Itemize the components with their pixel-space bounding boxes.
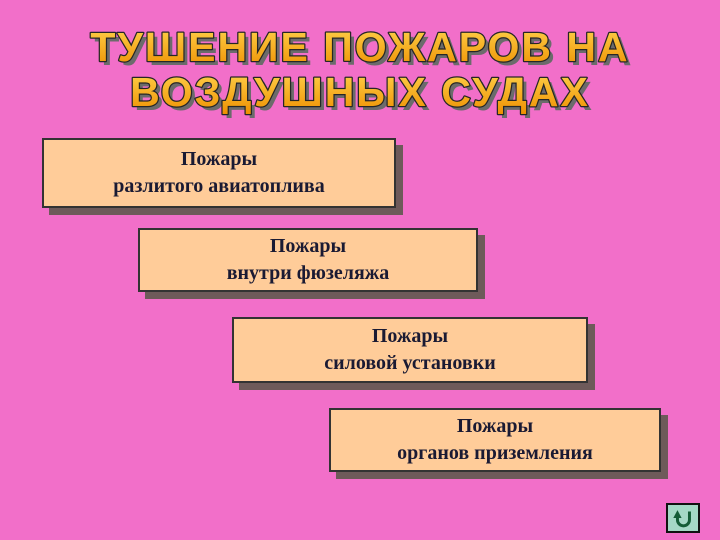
box-text-line2: разлитого авиатоплива bbox=[113, 175, 325, 197]
return-button[interactable] bbox=[666, 503, 700, 533]
box-text-line2: силовой установки bbox=[324, 352, 496, 374]
box-text-line1: Пожары bbox=[180, 148, 258, 170]
title-shadow-line2: ВОЗДУШНЫХ СУДАХ bbox=[134, 73, 594, 119]
box-power-plant-fires: Пожары силовой установки bbox=[232, 317, 588, 383]
return-arrow-icon bbox=[673, 510, 691, 528]
slide-title: ТУШЕНИЕ ПОЖАРОВ НА ВОЗДУШНЫХ СУДАХ ТУШЕН… bbox=[89, 23, 633, 119]
box-landing-gear-fires: Пожары органов приземления bbox=[329, 408, 661, 472]
box-spilled-fuel-fires: Пожары разлитого авиатоплива bbox=[42, 138, 396, 208]
box-fuselage-interior-fires: Пожары внутри фюзеляжа bbox=[138, 228, 478, 292]
box-text-line2: органов приземления bbox=[397, 442, 593, 464]
box-text-line2: внутри фюзеляжа bbox=[226, 262, 390, 284]
box-text-line1: Пожары bbox=[371, 325, 449, 347]
box-text-line1: Пожары bbox=[456, 415, 534, 437]
title-shadow-line1: ТУШЕНИЕ ПОЖАРОВ НА bbox=[94, 28, 633, 74]
title-line2: ВОЗДУШНЫХ СУДАХ bbox=[130, 69, 590, 115]
box-text-line1: Пожары bbox=[269, 235, 347, 257]
title-line1: ТУШЕНИЕ ПОЖАРОВ НА bbox=[90, 24, 629, 70]
